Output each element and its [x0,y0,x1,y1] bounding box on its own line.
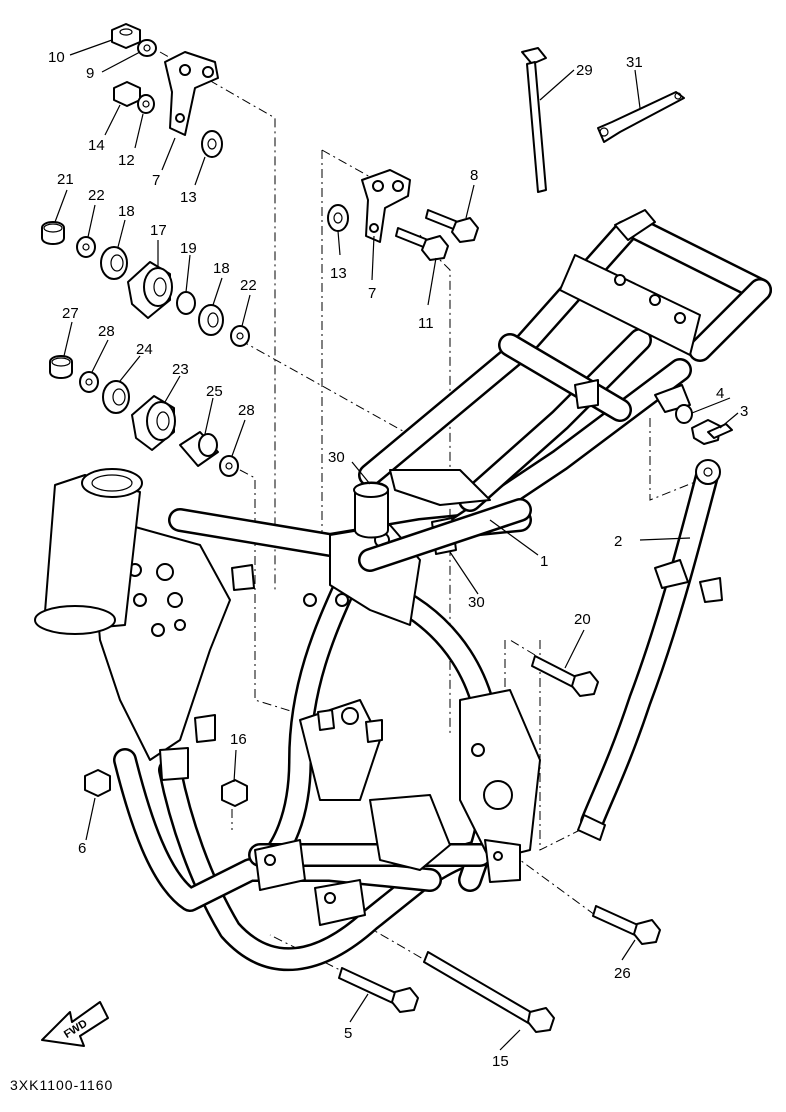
callout-22-lower: 22 [240,277,257,294]
callout-3: 3 [740,403,748,420]
callout-22-upper: 22 [88,187,105,204]
callout-8: 8 [470,167,478,184]
callout-7-lower: 7 [368,285,376,302]
callout-28-upper: 28 [98,323,115,340]
main-frame [34,358,692,972]
callout-27: 27 [62,305,79,322]
callout-19: 19 [180,240,197,257]
callout-2: 2 [614,533,622,550]
callout-23: 23 [172,361,189,378]
callout-28-lower: 28 [238,402,255,419]
leader-lines [54,39,739,1051]
callout-7-upper: 7 [152,172,160,189]
callout-12: 12 [118,152,135,169]
callout-1: 1 [540,553,548,570]
rubber-dampers [353,481,532,572]
callout-18-lower: 18 [213,260,230,277]
callout-30-upper: 30 [328,449,345,466]
engine-bracket-assembly [327,169,479,261]
callout-25: 25 [206,383,223,400]
callout-13-upper: 13 [180,189,197,206]
callout-26: 26 [614,965,631,982]
callout-31: 31 [626,54,643,71]
cable-tie-and-wrench [521,47,685,193]
callout-21: 21 [57,171,74,188]
rear-subframe [358,209,772,512]
callout-4: 4 [716,385,724,402]
callout-labels: 10 9 14 12 7 13 21 22 18 17 19 18 22 27 … [48,49,748,1070]
callout-17: 17 [150,222,167,239]
callout-24: 24 [136,341,153,358]
callout-9: 9 [86,65,94,82]
small-hardware [41,23,250,807]
drawing-code: 3XK1100-1160 [10,1077,113,1093]
rear-frame-stay [577,459,723,841]
callout-10: 10 [48,49,65,66]
callout-11: 11 [418,315,434,332]
callout-18-upper: 18 [118,203,135,220]
callout-13-lower: 13 [330,265,347,282]
callout-30-lower: 30 [468,594,485,611]
callout-29: 29 [576,62,593,79]
forward-direction-arrow: FWD [41,1001,109,1047]
callout-14: 14 [88,137,105,154]
callout-16: 16 [230,731,247,748]
callout-5: 5 [344,1025,352,1042]
callout-20: 20 [574,611,591,628]
frame-bolts [338,404,733,1033]
callout-6: 6 [78,840,86,857]
callout-15: 15 [492,1053,509,1070]
